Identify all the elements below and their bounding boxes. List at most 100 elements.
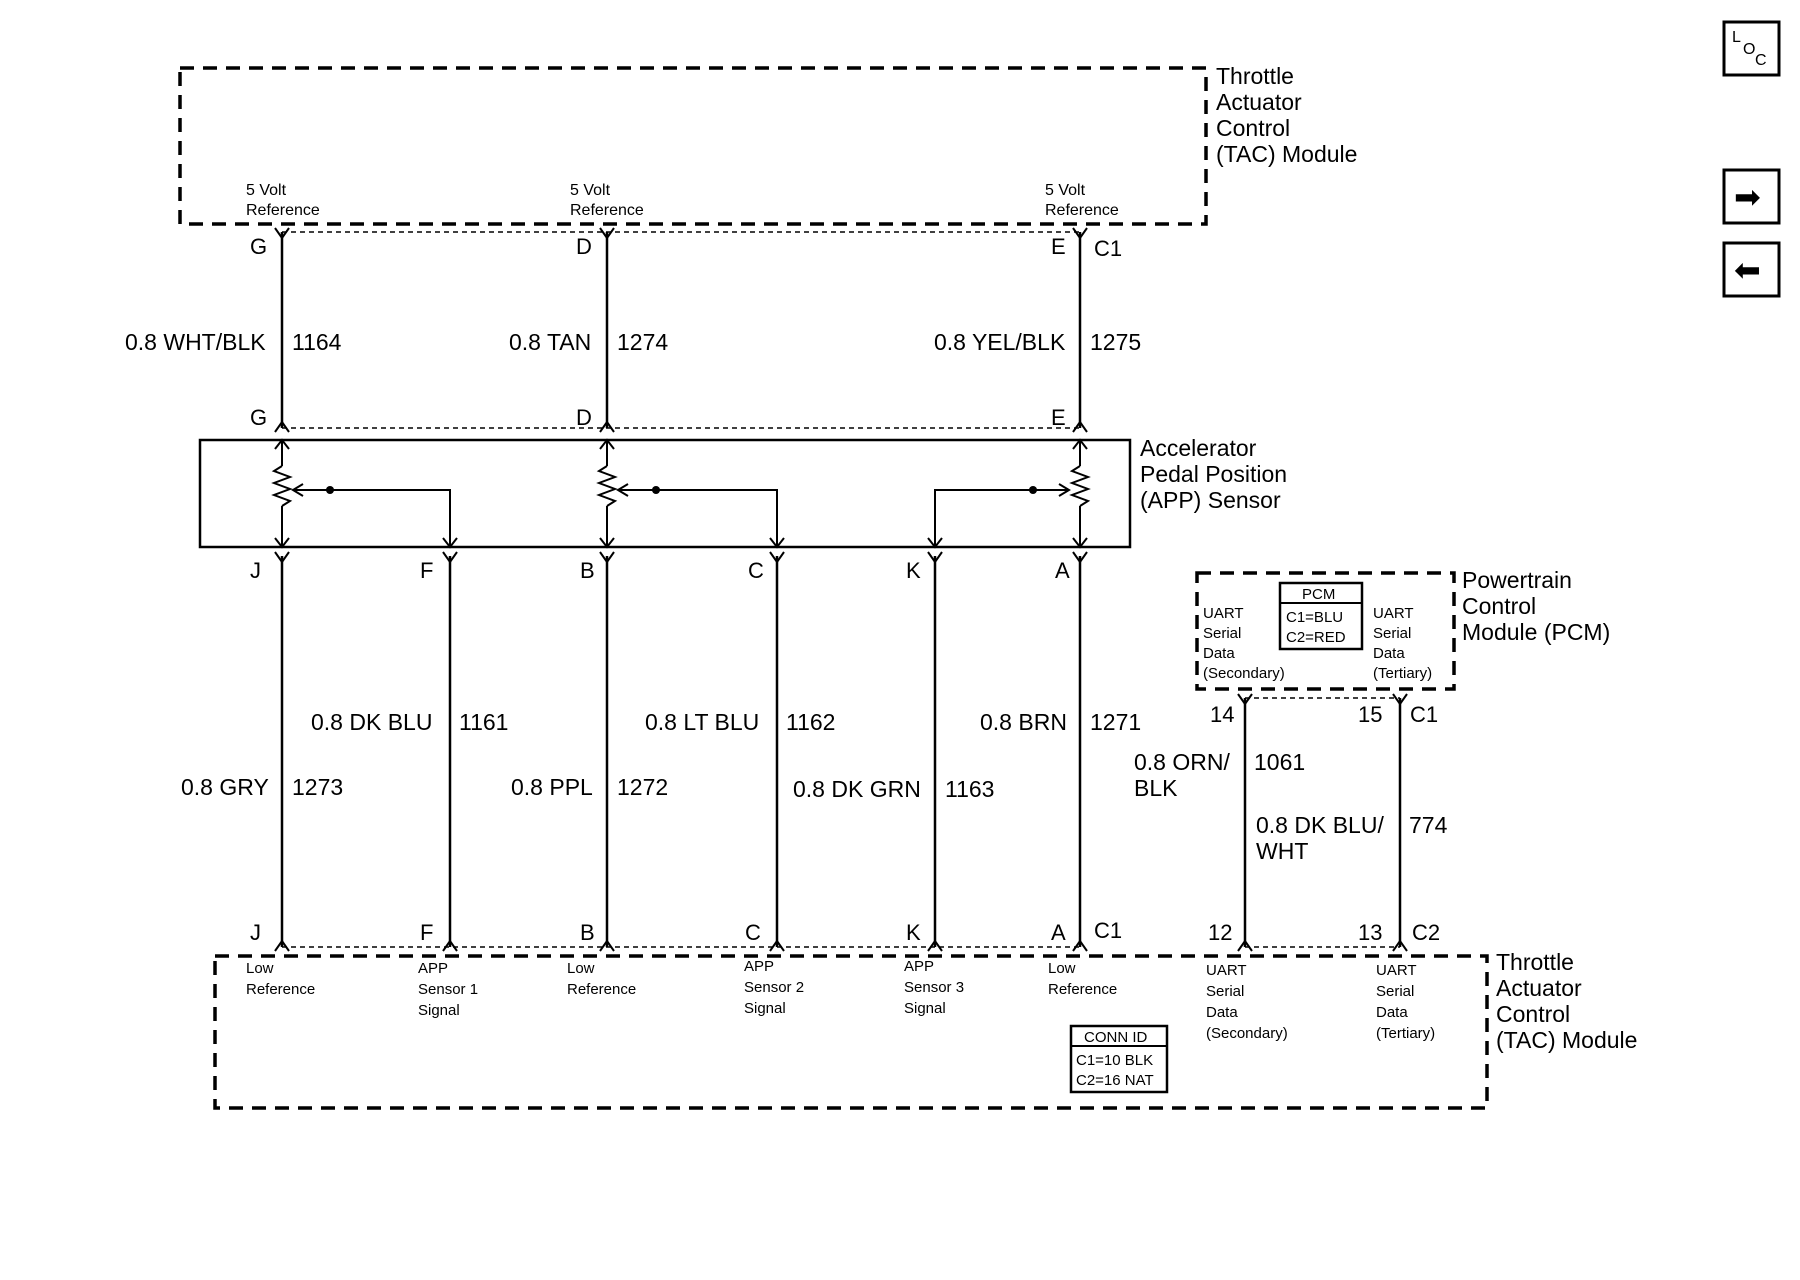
- tac-module-top-title: Throttle Actuator Control (TAC) Module: [1216, 63, 1357, 167]
- svg-text:0.8 DK BLU/: 0.8 DK BLU/: [1256, 812, 1384, 838]
- svg-text:0.8 LT BLU: 0.8 LT BLU: [645, 709, 759, 735]
- svg-text:C: C: [745, 920, 761, 945]
- svg-text:E: E: [1051, 405, 1066, 430]
- svg-text:Data: Data: [1203, 645, 1235, 662]
- svg-text:B: B: [580, 920, 595, 945]
- pcm-left-terminal-label: UART Serial Data (Secondary): [1203, 605, 1285, 682]
- svg-text:Signal: Signal: [418, 1002, 460, 1019]
- app-sensor-1-potentiometer: [271, 438, 458, 549]
- svg-text:Low: Low: [246, 960, 274, 977]
- svg-text:UART: UART: [1376, 962, 1417, 979]
- tac-bottom-c1-label: C1: [1094, 918, 1122, 943]
- svg-text:UART: UART: [1206, 962, 1247, 979]
- svg-text:C1=BLU: C1=BLU: [1286, 609, 1343, 626]
- svg-text:774: 774: [1409, 812, 1448, 838]
- svg-text:(Secondary): (Secondary): [1203, 665, 1285, 682]
- svg-text:B: B: [580, 558, 595, 583]
- svg-text:Serial: Serial: [1203, 625, 1241, 642]
- svg-text:APP: APP: [904, 958, 934, 975]
- svg-text:Actuator: Actuator: [1216, 89, 1302, 115]
- previous-page-button[interactable]: ⬅: [1722, 241, 1781, 298]
- svg-text:G: G: [250, 405, 267, 430]
- svg-text:G: G: [250, 234, 267, 259]
- tac-top-connector-label: C1: [1094, 236, 1122, 261]
- wire-1162: C C 0.8 LT BLU 1162: [645, 551, 835, 952]
- svg-text:Control: Control: [1216, 115, 1290, 141]
- svg-text:1272: 1272: [617, 774, 668, 800]
- svg-text:Accelerator: Accelerator: [1140, 435, 1257, 461]
- svg-text:F: F: [420, 558, 433, 583]
- pcm-inner-label: PCM C1=BLU C2=RED: [1278, 581, 1364, 651]
- svg-text:A: A: [1051, 920, 1066, 945]
- pcm-right-terminal-label: UART Serial Data (Tertiary): [1373, 605, 1432, 682]
- svg-text:Pedal Position: Pedal Position: [1140, 461, 1287, 487]
- svg-text:(Tertiary): (Tertiary): [1373, 665, 1432, 682]
- pcm-box: [1195, 571, 1456, 691]
- svg-text:Data: Data: [1373, 645, 1405, 662]
- svg-text:CONN ID: CONN ID: [1084, 1029, 1148, 1046]
- svg-text:K: K: [906, 920, 921, 945]
- tac-top-terminal-labels: 5 Volt Reference 5 Volt Reference 5 Volt…: [246, 182, 1119, 219]
- svg-text:APP: APP: [744, 958, 774, 975]
- pcm-connector-label: C1: [1410, 702, 1438, 727]
- svg-text:Signal: Signal: [904, 1000, 946, 1017]
- wire-1061: 14 12 0.8 ORN/ BLK 1061: [1134, 693, 1305, 952]
- svg-text:Reference: Reference: [1048, 981, 1117, 998]
- svg-text:Actuator: Actuator: [1496, 975, 1582, 1001]
- arrow-left-icon: ⬅: [1734, 252, 1761, 288]
- svg-text:Low: Low: [567, 960, 595, 977]
- svg-text:Data: Data: [1206, 1004, 1238, 1021]
- svg-text:Serial: Serial: [1373, 625, 1411, 642]
- svg-text:A: A: [1055, 558, 1070, 583]
- tac-bottom-terminal-labels: Low Reference APP Sensor 1 Signal Low Re…: [246, 958, 1435, 1042]
- tac-bottom-c2-label: C2: [1412, 920, 1440, 945]
- tac-module-bottom-box: [213, 954, 1489, 1110]
- svg-text:Reference: Reference: [246, 202, 320, 219]
- svg-text:(APP) Sensor: (APP) Sensor: [1140, 487, 1281, 513]
- svg-text:D: D: [576, 234, 592, 259]
- svg-text:5 Volt: 5 Volt: [1045, 182, 1086, 199]
- svg-text:C2=16 NAT: C2=16 NAT: [1076, 1072, 1154, 1089]
- svg-text:C: C: [748, 558, 764, 583]
- svg-text:1163: 1163: [945, 776, 994, 802]
- svg-text:(TAC) Module: (TAC) Module: [1496, 1027, 1637, 1053]
- svg-text:APP: APP: [418, 960, 448, 977]
- svg-text:0.8 DK GRN: 0.8 DK GRN: [793, 776, 921, 802]
- svg-text:WHT: WHT: [1256, 838, 1308, 864]
- svg-text:Reference: Reference: [1045, 202, 1119, 219]
- svg-text:0.8 GRY: 0.8 GRY: [181, 774, 269, 800]
- pcm-title: Powertrain Control Module (PCM): [1462, 567, 1610, 645]
- svg-text:1274: 1274: [617, 329, 668, 355]
- svg-text:D: D: [576, 405, 592, 430]
- svg-text:1164: 1164: [292, 329, 342, 355]
- svg-text:0.8 WHT/BLK: 0.8 WHT/BLK: [125, 329, 266, 355]
- svg-text:1061: 1061: [1254, 749, 1305, 775]
- location-icon-o: O: [1743, 41, 1755, 58]
- wire-1272: B B 0.8 PPL 1272: [511, 551, 668, 952]
- wire-1163: K K 0.8 DK GRN 1163: [793, 551, 994, 952]
- svg-text:E: E: [1051, 234, 1066, 259]
- svg-text:Sensor 3: Sensor 3: [904, 979, 964, 996]
- svg-text:(Tertiary): (Tertiary): [1376, 1025, 1435, 1042]
- svg-text:Module (PCM): Module (PCM): [1462, 619, 1610, 645]
- location-icon-l: L: [1732, 29, 1741, 46]
- svg-text:0.8 TAN: 0.8 TAN: [509, 329, 591, 355]
- svg-text:Signal: Signal: [744, 1000, 786, 1017]
- svg-text:5 Volt: 5 Volt: [570, 182, 611, 199]
- svg-text:13: 13: [1358, 920, 1382, 945]
- location-button[interactable]: L O C: [1722, 20, 1781, 77]
- svg-text:C2=RED: C2=RED: [1286, 629, 1346, 646]
- svg-text:Serial: Serial: [1376, 983, 1414, 1000]
- svg-text:F: F: [420, 920, 433, 945]
- wire-774: 15 13 0.8 DK BLU/ WHT 774: [1256, 693, 1448, 952]
- conn-id-box: CONN ID C1=10 BLK C2=16 NAT: [1069, 1024, 1169, 1094]
- next-page-button[interactable]: ➡: [1722, 168, 1781, 225]
- svg-text:Control: Control: [1462, 593, 1536, 619]
- app-sensor-box: [198, 438, 1132, 549]
- svg-text:Throttle: Throttle: [1496, 949, 1574, 975]
- svg-text:12: 12: [1208, 920, 1232, 945]
- svg-text:1273: 1273: [292, 774, 343, 800]
- svg-text:J: J: [250, 920, 261, 945]
- svg-text:Reference: Reference: [570, 202, 644, 219]
